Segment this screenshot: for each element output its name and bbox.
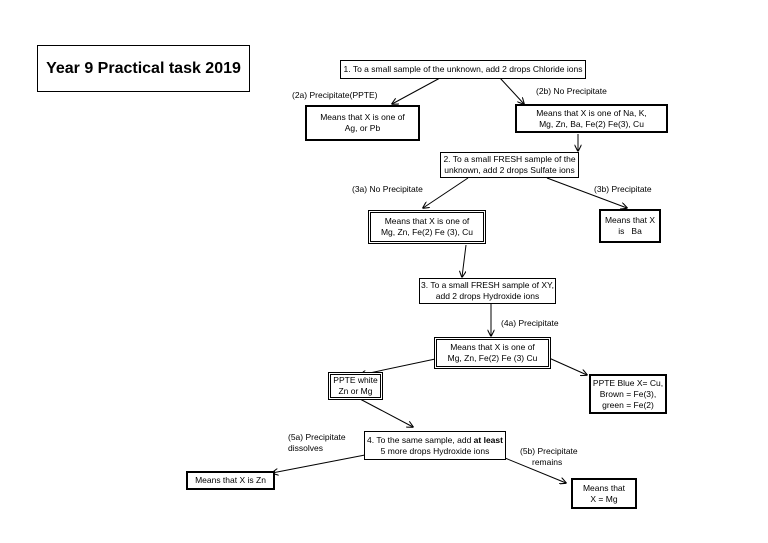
step3-line1: 3. To a small FRESH sample of XY, [421,280,554,290]
label-4a: (4a) Precipitate [501,318,559,328]
ba-line2: is Ba [618,226,642,236]
ag-pb-line2: Ag, or Pb [344,123,381,133]
label-5a-line2: dissolves [288,443,323,453]
step2-line1: 2. To a small FRESH sample of the [443,154,576,164]
step2-box: 2. To a small FRESH sample of the unknow… [440,152,579,178]
label-5b-line2: remains [532,457,563,467]
arrow-white-to-step4 [359,398,413,427]
ppte-white-line2: Zn or Mg [338,386,373,396]
arrow-step1-to-nagroup [499,77,524,104]
ppte-blue-line3: green = Fe(2) [602,399,654,410]
ag-pb-box: Means that X is one of Ag, or Pb [305,105,420,141]
mg-group2-box: Means that X is one of Mg, Zn, Fe(2) Fe … [434,337,551,369]
mg-line1: Means that [582,482,626,493]
step4-box: 4. To the same sample, add at least 5 mo… [364,431,506,460]
step2-line2: unknown, add 2 drops Sulfate ions [444,165,575,175]
arrow-step1-to-agpb [392,77,441,104]
arrow-mggroup-to-step3 [462,244,467,277]
mg-line2: X = Mg [590,493,618,504]
label-3a: (3a) No Precipitate [352,184,423,194]
step4-line2: 5 more drops Hydroxide ions [380,445,490,456]
label-5b-line1: (5b) Precipitate [520,446,578,456]
ppte-blue-line2: Brown = Fe(3), [599,388,657,399]
arrow-step4-to-zn [272,454,366,473]
label-2a: (2a) Precipitate(PPTE) [292,90,378,100]
label-5b: (5b) Precipitate remains [520,446,578,468]
mg-group-line2: Mg, Zn, Fe(2) Fe (3), Cu [380,227,474,237]
arrow-step4-to-mg [504,457,566,483]
mg-group2-line1: Means that X is one of [450,342,535,352]
mg-group-box: Means that X is one of Mg, Zn, Fe(2) Fe … [368,210,486,244]
na-group-box: Means that X is one of Na, K, Mg, Zn, Ba… [515,104,668,133]
step1-box: 1. To a small sample of the unknown, add… [340,60,586,79]
na-group-line1: Means that X is one of Na, K, [536,107,647,118]
ba-box: Means that X is Ba [599,209,661,243]
label-2b: (2b) No Precipitate [536,86,607,96]
ppte-blue-box: PPTE Blue X= Cu, Brown = Fe(3), green = … [589,374,667,414]
step4-line1-pre: 4. To the same sample, add [367,434,474,445]
step4-line1-bold: at least [473,434,503,445]
step3-box: 3. To a small FRESH sample of XY, add 2 … [419,278,556,304]
ba-line1: Means that X [604,215,656,225]
step3-line2: add 2 drops Hydroxide ions [435,291,540,301]
label-3b: (3b) Precipitate [594,184,652,194]
mg-group2-line2: Mg, Zn, Fe(2) Fe (3) Cu [447,353,538,363]
arrow-mggroup2-to-blue [548,357,587,375]
ag-pb-line1: Means that X is one of [320,112,405,122]
label-5a: (5a) Precipitate dissolves [288,432,346,454]
label-5a-line1: (5a) Precipitate [288,432,346,442]
zn-text: Means that X is Zn [195,475,266,485]
na-group-line2: Mg, Zn, Ba, Fe(2) Fe(3), Cu [539,118,644,129]
ppte-white-line1: PPTE white [333,375,378,385]
arrow-step2-to-ba [546,177,627,208]
ppte-blue-line1: PPTE Blue X= Cu, [592,377,664,388]
step1-text: 1. To a small sample of the unknown, add… [343,64,583,74]
zn-box: Means that X is Zn [186,471,275,490]
ppte-white-box: PPTE white Zn or Mg [328,372,383,400]
mg-group-line1: Means that X is one of [384,216,470,226]
step4-line1: 4. To the same sample, add at least [367,435,503,446]
arrow-step2-to-mggroup [423,177,469,208]
mg-box: Means that X = Mg [571,478,637,509]
page-title: Year 9 Practical task 2019 [37,45,250,92]
